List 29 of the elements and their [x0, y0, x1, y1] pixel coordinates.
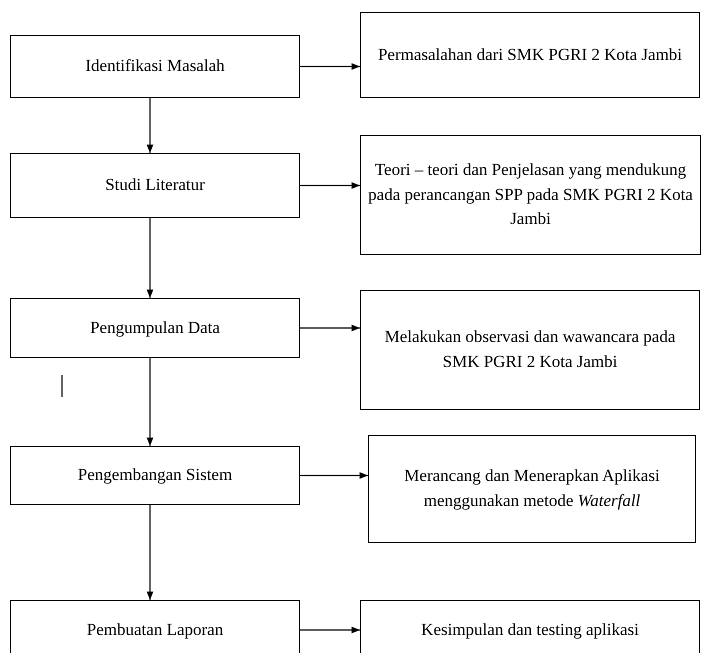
- box-text: Merancang dan Menerapkan Aplikasi menggunakan metode Waterfall: [403, 465, 661, 512]
- arrow: [146, 358, 154, 446]
- box-text: Studi Literatur: [105, 174, 205, 196]
- process-box: [10, 35, 300, 98]
- process-box: [10, 298, 300, 358]
- arrow: [300, 626, 360, 634]
- box-text: Permasalahan dari SMK PGRI 2 Kota Jambi: [378, 44, 682, 66]
- process-box: [360, 135, 701, 255]
- process-box: [10, 600, 300, 653]
- arrow: [300, 182, 360, 189]
- box-text: Pengumpulan Data: [90, 316, 220, 339]
- process-box: [360, 600, 700, 653]
- arrow: [146, 218, 154, 298]
- process-box: [10, 446, 300, 505]
- box-text: Melakukan observasi dan wawancara pada SMK PGRI 2 Kota Jambi: [384, 326, 676, 373]
- arrow: [300, 63, 360, 70]
- box-text: Pembuatan Laporan: [86, 618, 224, 641]
- process-box: [10, 153, 300, 218]
- box-text: Identifikasi Masalah: [85, 55, 225, 78]
- box-text: Kesimpulan dan testing aplikasi: [421, 618, 639, 641]
- process-box: [360, 12, 700, 98]
- arrow: [300, 324, 360, 332]
- box-text: Teori – teori dan Penjelasan yang mendukung pada perancangan SPP pada SMK PGRI 2 Kota Jambi: [367, 159, 694, 230]
- box-text: Pengembangan Sistem: [78, 464, 232, 486]
- process-box: [368, 435, 696, 543]
- arrow: [146, 98, 154, 153]
- arrow: [300, 472, 368, 479]
- arrow: [146, 505, 154, 600]
- process-box: [360, 290, 700, 410]
